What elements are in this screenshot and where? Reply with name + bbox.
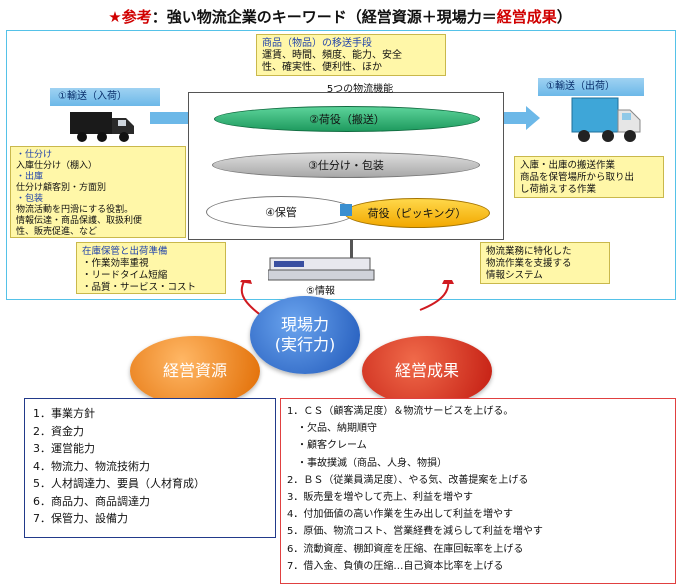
list-item: ・顧客クレーム [287,440,367,452]
list-item: 5．人材調達力、要員（人材育成） [33,477,205,490]
genba-circle: 現場力 (実行力) [250,296,360,374]
list-item: 7．保管力、設備力 [33,512,128,525]
list-item: 5．原価、物流コスト、営業経費を減らして利益を増やす [287,526,543,538]
list-item: 4．物流力、物流技術力 [33,459,150,473]
note-line: ・包装 [16,194,44,204]
picking-label: 荷役（ピッキング） [367,207,467,220]
note-line: 入庫・出庫の搬送作業 [520,160,616,171]
list-item: 6．流動資産、棚卸資産を圧縮、在庫回転率を上げる [287,543,524,555]
list-item: 1．ＣＳ（顧客満足度）＆物流サービスを上げる。 [287,406,514,417]
outbound-truck-icon [571,97,641,142]
genba-sublabel: (実行力) [274,335,336,354]
inbound-truck-icon [70,112,134,142]
note-line: ・仕分け [16,150,53,160]
cargo-handling-note: 入庫・出庫の搬送作業 商品を保管場所から取り出 し荷揃えする作業 [514,156,664,198]
list-item: 3．運営能力 [33,442,95,455]
cargo-handling-label: ②荷役（搬送） [309,113,385,126]
note-line: 在庫保管と出荷準備 [82,246,168,257]
note-line: 物流作業を支援する [486,258,572,269]
note-line: 物流業務に特化した [486,246,572,257]
sorting-ellipse: ③仕分け・包装 [212,152,480,178]
note-line: 物流活動を円滑にする役割。 [16,205,134,215]
title-main: ：強い物流企業のキーワード（経営資源＋現場力＝ [151,8,497,26]
cargo-handling-ellipse: ②荷役（搬送） [214,106,480,132]
list-item: 6．商品力、商品調達力 [33,494,150,508]
storage-ellipse: ④保管 [206,196,356,228]
outbound-label: ①輸送（出荷） [538,78,644,96]
info-label: ⑤情報 [306,286,335,297]
note-line: ・作業効率重視 [82,258,149,269]
list-item: ・欠品、納期順守 [287,423,377,435]
results-label: 経営成果 [394,361,459,380]
sorting-label: ③仕分け・包装 [308,159,384,172]
functions-title: 5つの物流機能 [326,84,394,95]
resources-label: 経営資源 [162,361,227,380]
sorting-packaging-note: ・仕分け 入庫仕分け（棚入） ・出庫 仕分け顧客別・方面別 ・包装 物流活動を円… [10,146,186,238]
note-line: し荷揃えする作業 [520,184,597,195]
list-item: 2．資金力 [33,424,84,438]
resources-list: 1．事業方針 2．資金力 3．運営能力 4．物流力、物流技術力 5．人材調達力、… [24,398,276,538]
genba-label: 現場力 [280,315,329,334]
results-circle: 経営成果 [362,336,492,406]
info-system-note: 物流業務に特化した 物流作業を支援する 情報システム [480,242,610,284]
storage-note: 在庫保管と出荷準備 ・作業効率重視 ・リードタイム短縮 ・品質・サービス・コスト [76,242,226,294]
storage-picking-link [340,204,352,216]
note-line: 情報伝達・商品保護、取扱利便 [16,216,143,226]
picking-ellipse: 荷役（ピッキング） [344,198,490,228]
note-line: 性、販売促進、など [16,227,98,237]
inbound-label: ①輸送（入荷） [50,88,160,106]
page-title: ★参考：強い物流企業のキーワード（経営資源＋現場力＝経営成果） [0,6,680,27]
title-star: ★参考 [108,8,152,26]
computer-icon [268,257,375,281]
list-item: 2．ＢＳ（従業員満足度）、やる気、改善提案を上げる [287,474,529,486]
transport-note: 商品（物品）の移送手段 運賃、時間、頻度、能力、安全 性、確実性、便利性、ほか [256,34,446,76]
note-line: 入庫仕分け（棚入） [16,161,98,171]
note-line: ・品質・サービス・コスト [82,282,197,293]
transport-note-line2: 性、確実性、便利性、ほか [262,62,382,73]
list-item: 1．事業方針 [33,407,95,420]
title-highlight: 経営成果 [496,8,557,26]
note-line: 商品を保管場所から取り出 [520,172,635,183]
storage-label: ④保管 [265,206,297,219]
results-list: 1．ＣＳ（顧客満足度）＆物流サービスを上げる。 ・欠品、納期順守 ・顧客クレーム… [280,398,676,584]
transport-note-line1: 運賃、時間、頻度、能力、安全 [262,50,402,61]
note-line: 仕分け顧客別・方面別 [16,183,107,193]
note-line: 情報システム [486,270,543,281]
list-item: ・事故撲滅（商品、人身、物損） [287,457,447,469]
title-end: ） [556,8,572,26]
list-item: 7．借入金、負債の圧縮…自己資本比率を上げる [287,560,504,572]
resources-circle: 経営資源 [130,336,260,406]
note-line: ・出庫 [16,172,44,182]
transport-note-heading: 商品（物品）の移送手段 [262,38,372,49]
list-item: 4．付加価値の高い作業を生み出して利益を増やす [287,509,514,521]
note-line: ・リードタイム短縮 [82,270,168,281]
list-item: 3．販売量を増やして売上、利益を増やす [287,492,474,504]
